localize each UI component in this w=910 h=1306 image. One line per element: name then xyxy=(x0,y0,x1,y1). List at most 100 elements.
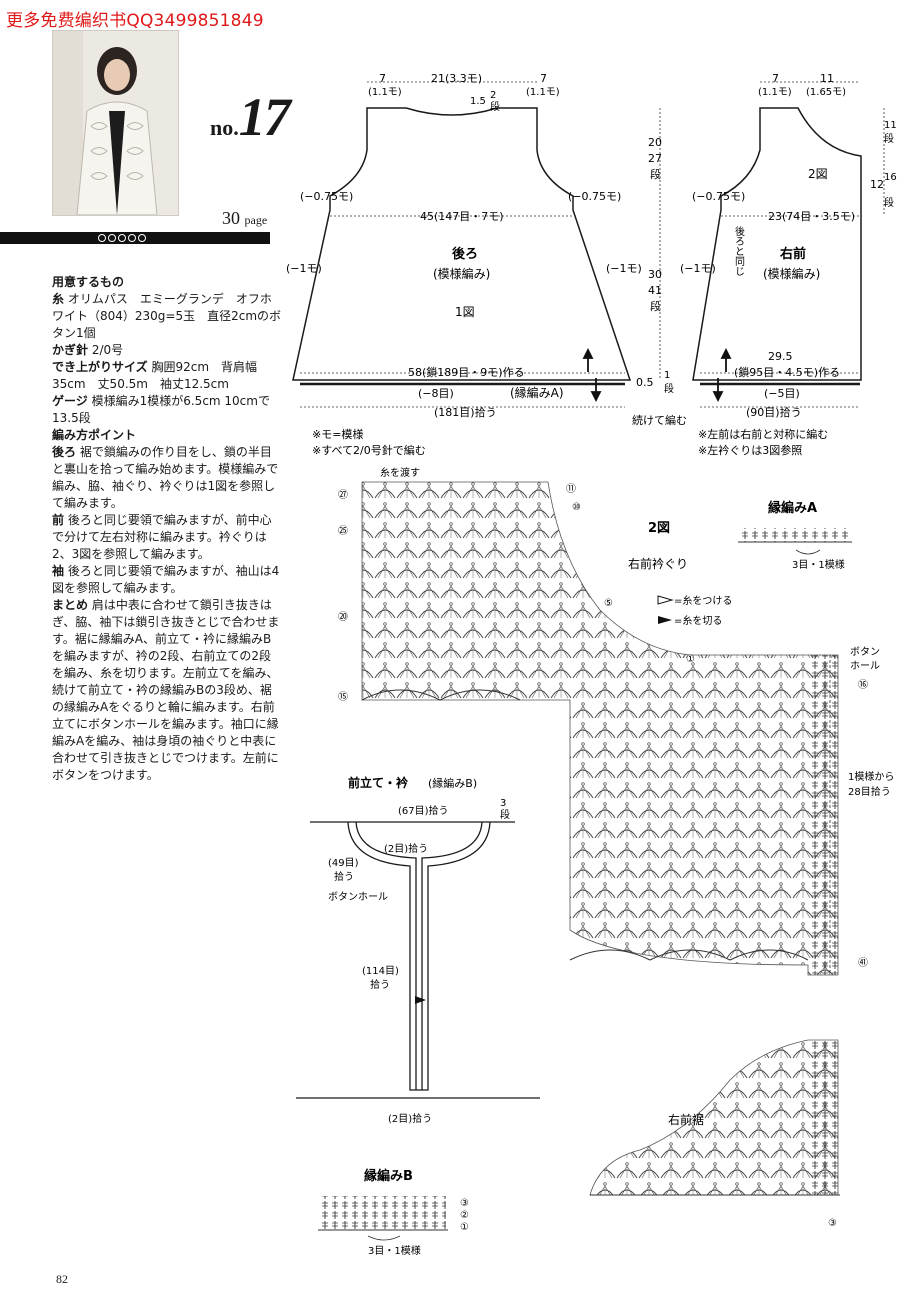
edging-b-title: 縁編みB xyxy=(364,1168,413,1184)
hem-mark-3: ③ xyxy=(828,1218,837,1229)
back-top-left-sub: (1.1モ) xyxy=(368,87,402,98)
front-width: 23(74目・3.5モ) xyxy=(768,210,855,223)
back-neck-rows-unit: 段 xyxy=(490,100,500,113)
front-chain-len: 29.5 xyxy=(768,350,793,363)
back-border-rows: 1 xyxy=(664,370,670,381)
hem-chart-lace xyxy=(589,1039,839,1196)
front-arrow-icon xyxy=(712,347,732,403)
back-border-len: 0.5 xyxy=(636,376,654,389)
front-side-b-len: 12 xyxy=(870,178,884,191)
front-top-right: 11 xyxy=(820,72,834,85)
back-side-right: (−1モ) xyxy=(606,262,642,275)
back-schematic xyxy=(292,107,632,386)
back-border-unit: 段 xyxy=(664,382,674,395)
size-label: でき上がりサイズ xyxy=(52,360,148,374)
back-upper-rows: 27 xyxy=(648,152,662,165)
finish-text: 肩は中表に合わせて鎖引き抜きはぎ、脇、袖下は鎖引き抜きとじで合わせます。裾に縁編… xyxy=(52,598,280,782)
front-side-left: (−1モ) xyxy=(680,262,716,275)
back-upper-len: 20 xyxy=(648,136,662,149)
chart-buttonhole-2: ホール xyxy=(850,660,880,672)
front-chain: (鎖95目・4.5モ)作る xyxy=(734,365,840,379)
edging-a-bracket xyxy=(795,549,821,555)
back-neck-rows: 2 xyxy=(490,90,496,101)
chart-repeat-2: 28目拾う xyxy=(848,785,891,798)
page-reference: 30 page xyxy=(222,208,267,229)
front-side-a-unit: 段 xyxy=(884,132,894,145)
placket-pick-114b: 拾う xyxy=(370,978,390,991)
back-upper-unit: 段 xyxy=(650,167,661,181)
front-pattern-name: (模様編み) xyxy=(763,266,820,281)
back-border-name: (縁編みA) xyxy=(510,385,564,400)
back-top-right-sub: (1.1モ) xyxy=(526,87,560,98)
instructions: 用意するもの 糸 オリムパス エミーグランデ オフホワイト（804）230g=5… xyxy=(52,274,282,784)
hem-border xyxy=(808,1040,838,1195)
finish-label: まとめ xyxy=(52,598,89,612)
chart-row-41: ㊶ xyxy=(858,957,868,969)
chart2-fig-label: 2図 xyxy=(648,521,670,536)
placket-buttonhole: ボタンホール xyxy=(328,891,388,903)
materials-heading: 用意するもの xyxy=(52,275,125,289)
back-arrow-icon xyxy=(582,347,602,403)
front-border: (−5目) xyxy=(764,387,800,400)
gauge-text: 模様編み1模様が6.5cm 10cmで13.5段 xyxy=(52,394,270,425)
front-top-left-sub: (1.1モ) xyxy=(758,87,792,98)
edging-a-repeat: 3目・1模様 xyxy=(792,558,845,571)
front-fig-label: 2図 xyxy=(808,167,828,181)
page-reference-unit: page xyxy=(244,213,268,227)
back-chain: 58(鎖189目・9モ)作る xyxy=(408,365,525,379)
front-pick: (90目)拾う xyxy=(746,405,802,419)
back-continue: 続けて編む xyxy=(632,413,687,427)
neckline-chart-lace xyxy=(361,481,839,976)
back-lower-rows: 41 xyxy=(648,284,662,297)
hem-title: 右前裾 xyxy=(668,1112,704,1127)
chart-edge-border xyxy=(808,655,838,975)
back-neck-depth: 1.5 xyxy=(470,96,486,107)
legend-cut: =糸を切る xyxy=(674,615,722,627)
front-top-right-sub: (1.65モ) xyxy=(806,87,846,98)
hook-text: 2/0号 xyxy=(91,343,124,357)
back-title: 後ろ xyxy=(452,246,478,262)
back-note-1: ※モ=模様 xyxy=(312,427,363,441)
pattern-number: no.17 xyxy=(210,86,291,148)
back-width: 45(147目・7モ) xyxy=(420,210,504,223)
placket-title: 前立て・衿 xyxy=(348,775,408,790)
front-arm-left: (−0.75モ) xyxy=(692,190,745,203)
edging-b-row-3: ③ xyxy=(460,1198,469,1209)
ornament-icon xyxy=(92,232,152,244)
back-arm-left: (−0.75モ) xyxy=(300,190,353,203)
front-side-b-unit: 段 xyxy=(884,196,894,209)
front-top-left: 7 xyxy=(772,72,779,85)
points-heading: 編み方ポイント xyxy=(52,428,137,442)
chart2-title: 右前衿ぐり xyxy=(628,556,688,571)
back-side-left: (−1モ) xyxy=(286,262,322,275)
placket-rows-unit: 段 xyxy=(500,808,510,821)
chart-row-10: ⑩ xyxy=(572,502,581,513)
back-border-left: (−8目) xyxy=(418,387,454,400)
chart-row-20: ⑳ xyxy=(338,611,348,623)
front-note-2: ※左衿ぐりは3図参照 xyxy=(698,443,802,457)
chart-row-16: ⑯ xyxy=(858,679,868,691)
chart-pass-yarn: 糸を渡す xyxy=(380,466,420,479)
model-photo-illustration xyxy=(53,31,178,215)
chart-row-5: ⑤ xyxy=(604,598,613,609)
legend-cut-icon xyxy=(658,616,672,624)
gauge-label: ゲージ xyxy=(52,394,88,408)
back-fig-label: 1図 xyxy=(455,305,475,319)
placket-diagram xyxy=(296,821,540,1099)
placket-pick-2a: (2目)拾う xyxy=(384,842,428,855)
sleeve-label: 袖 xyxy=(52,564,65,578)
model-photo xyxy=(52,30,179,216)
back-top-mid: 21(3.3モ) xyxy=(431,72,482,85)
edging-b-repeat: 3目・1模様 xyxy=(368,1244,421,1257)
back-label: 後ろ xyxy=(52,445,77,459)
chart-row-1: ① xyxy=(686,654,695,665)
front-title: 右前 xyxy=(779,246,806,262)
placket-pick-49: (49目) xyxy=(328,858,359,869)
back-pick: (181目)拾う xyxy=(434,405,497,419)
back-note-2: ※すべて2/0号針で編む xyxy=(312,443,426,457)
front-note-1: ※左前は右前と対称に編む xyxy=(698,427,828,441)
pattern-number-prefix: no. xyxy=(210,115,239,140)
placket-pick-2b: (2目)拾う xyxy=(388,1112,432,1125)
chart-buttonhole-1: ボタン xyxy=(850,646,880,658)
